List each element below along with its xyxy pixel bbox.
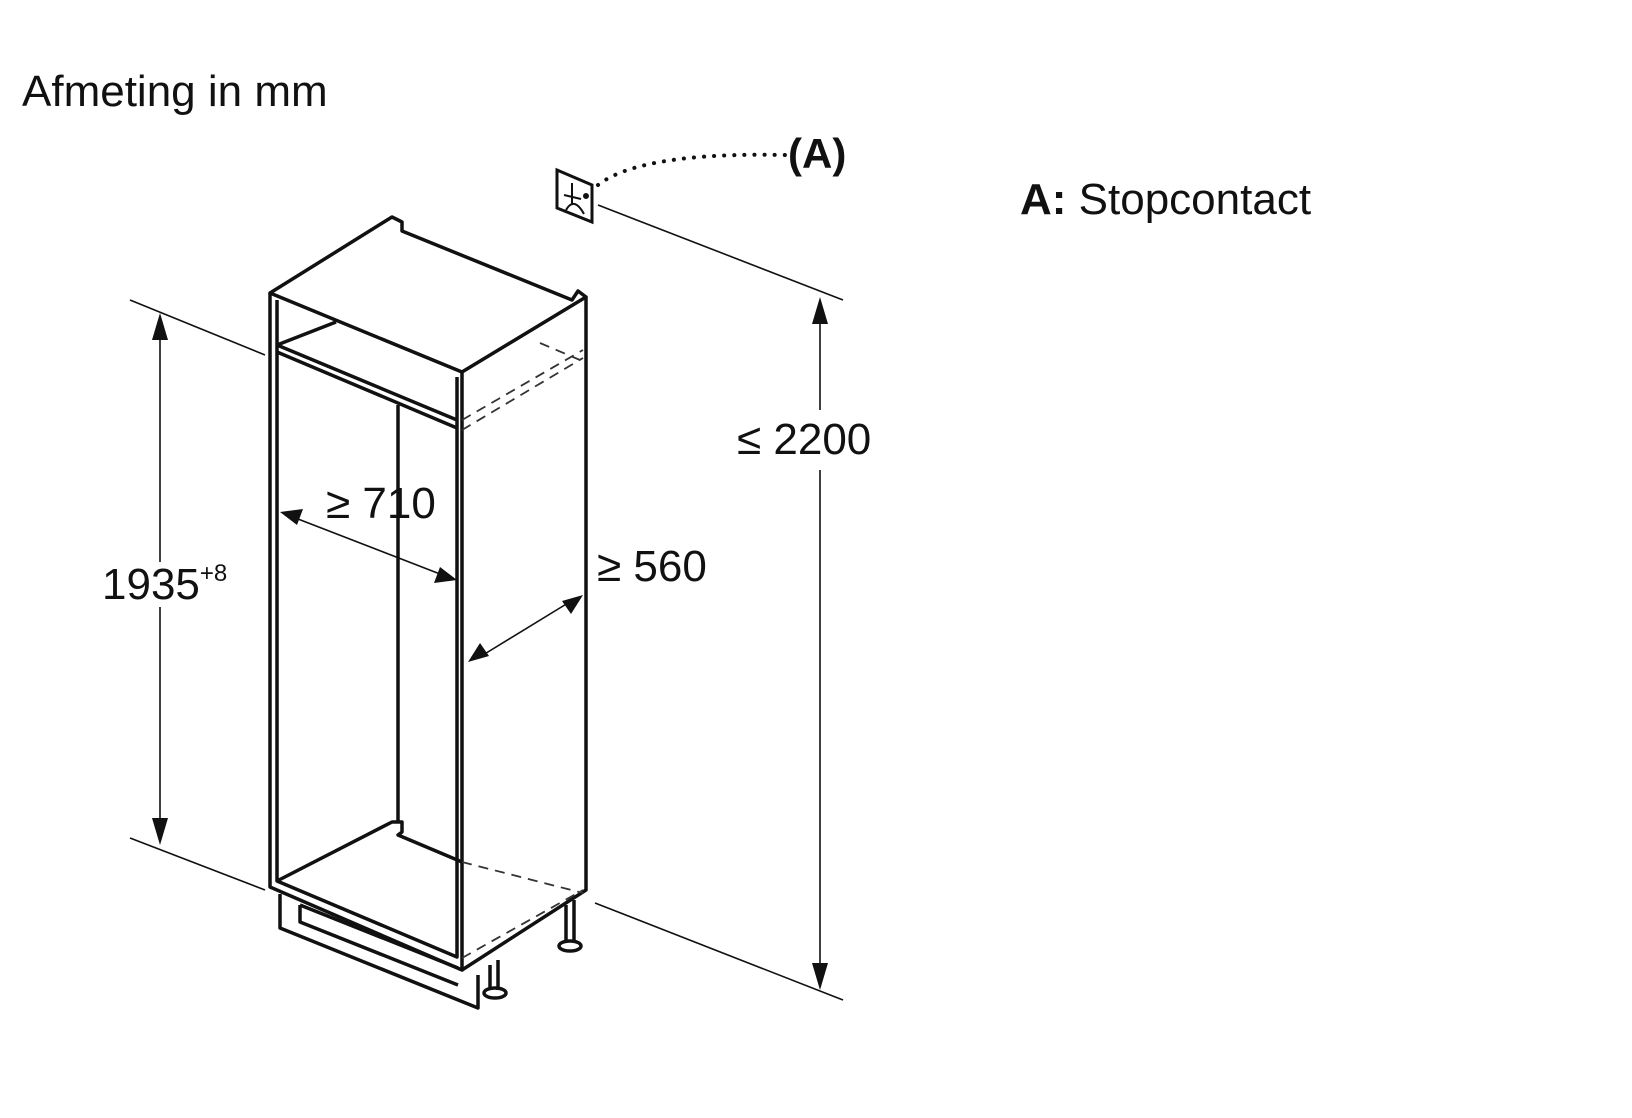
- max-height-label: ≤ 2200: [737, 415, 872, 464]
- dimension-lines: [129, 204, 844, 1001]
- page-title: Afmeting in mm: [22, 67, 328, 116]
- legend-key: A:: [1020, 175, 1067, 224]
- legend-entry: A: Stopcontact: [1020, 178, 1311, 222]
- niche-width-label: ≥ 710: [326, 479, 436, 528]
- niche-height-label: 1935+8: [102, 560, 228, 609]
- callout-label: (A): [788, 130, 847, 177]
- cabinet: [268, 215, 588, 1010]
- callout-leader: [596, 152, 787, 187]
- hidden-edges: [461, 342, 584, 959]
- niche-depth-label: ≥ 560: [597, 542, 707, 591]
- niche-height-tolerance: +8: [199, 560, 228, 587]
- arrowheads: [152, 297, 828, 990]
- socket-icon: [555, 167, 594, 225]
- legend-label: Stopcontact: [1078, 175, 1312, 224]
- niche-height-value: 1935: [102, 560, 200, 609]
